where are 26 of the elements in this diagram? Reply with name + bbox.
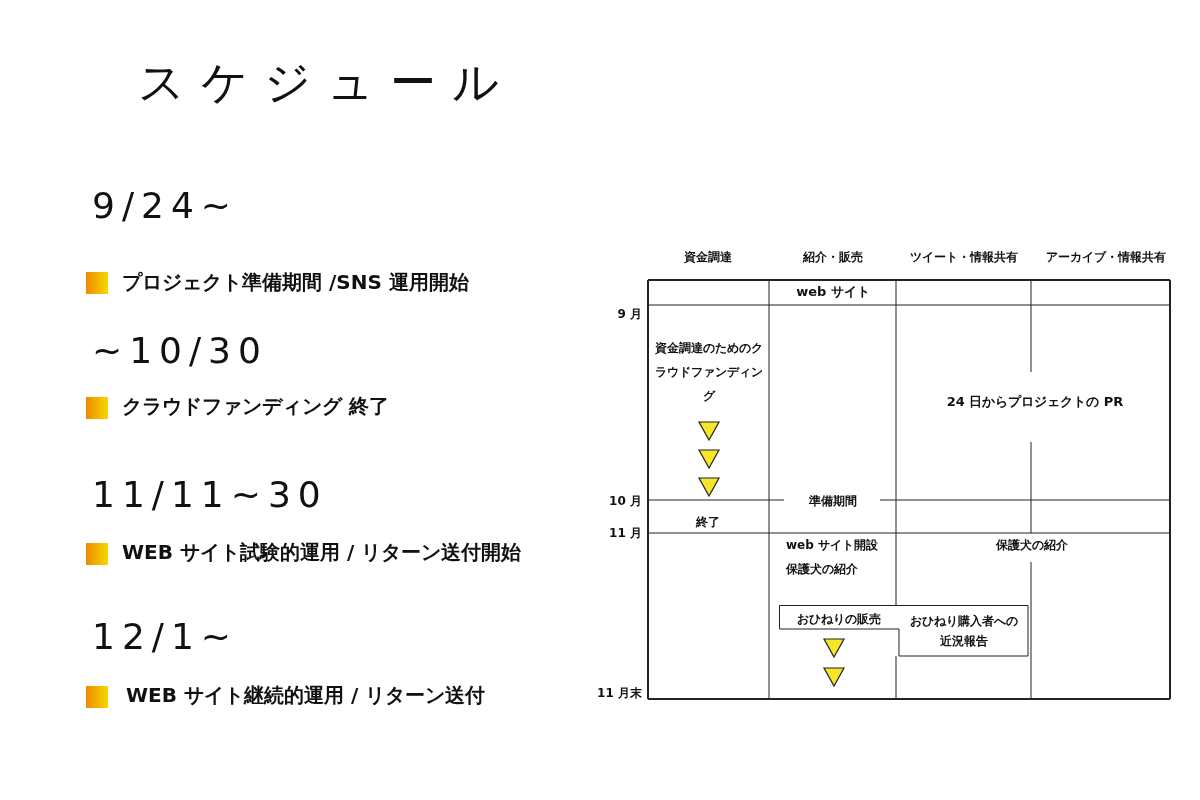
stepped-callout-box [779,605,1029,657]
cell-text: web サイト開設 [786,538,878,553]
row-label: 11 月 [608,526,642,541]
schedule-item: プロジェクト準備期間 /SNS 運用開始 [122,270,469,295]
cell-text: 24 日からプロジェクトの PR [945,394,1125,410]
date-heading: 11/11~30 [92,473,328,517]
row-label: 11 月末 [596,686,642,701]
row-label: 10 月 [608,494,642,509]
date-heading: ~10/30 [92,329,268,373]
date-heading: 9/24~ [92,184,238,228]
row-label: 9 月 [616,307,642,322]
column-heading: 資金調達 [683,250,733,265]
cell-text: 保護犬の紹介 [786,562,858,577]
schedule-item: クラウドファンディング 終了 [122,394,389,419]
column-heading: 紹介・販売 [802,250,864,265]
schedule-item: WEB サイト継続的運用 / リターン送付 [126,683,486,708]
schedule-item: WEB サイト試験的運用 / リターン送付開始 [122,540,522,565]
callout-text: おひねり購入者への近況報告 [909,613,1019,650]
table-header-cell-text: web サイト [795,284,871,300]
column-heading: アーカイブ・情報共有 [1044,250,1167,265]
cell-text: 資金調達のためのクラウドファンディング [654,340,764,405]
callout-text: おひねりの販売 [796,611,882,627]
cell-text: 終了 [695,515,721,530]
column-heading: ツイート・情報共有 [909,250,1019,265]
date-heading: 12/1~ [92,615,238,659]
page-title: スケジュール [138,54,515,111]
